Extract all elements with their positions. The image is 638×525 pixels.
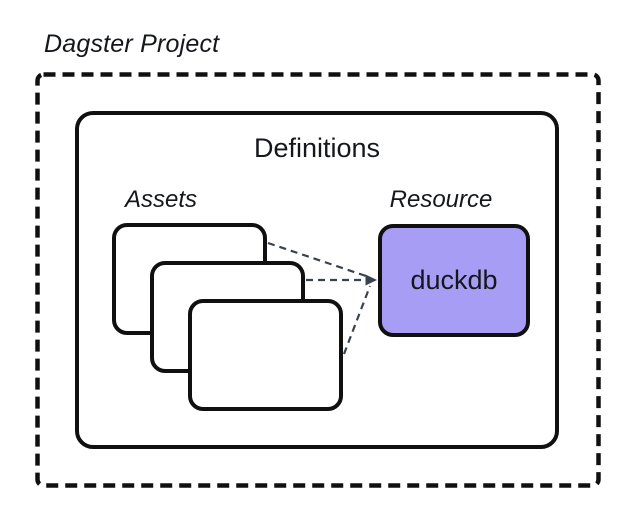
- asset-card: [188, 299, 343, 411]
- project-title: Dagster Project: [44, 30, 220, 58]
- resource-box-label: duckdb: [410, 265, 498, 295]
- resource-label: Resource: [389, 186, 493, 213]
- resource-box-duckdb: duckdb: [378, 224, 530, 337]
- definitions-label: Definitions: [253, 133, 381, 163]
- assets-label: Assets: [124, 186, 198, 213]
